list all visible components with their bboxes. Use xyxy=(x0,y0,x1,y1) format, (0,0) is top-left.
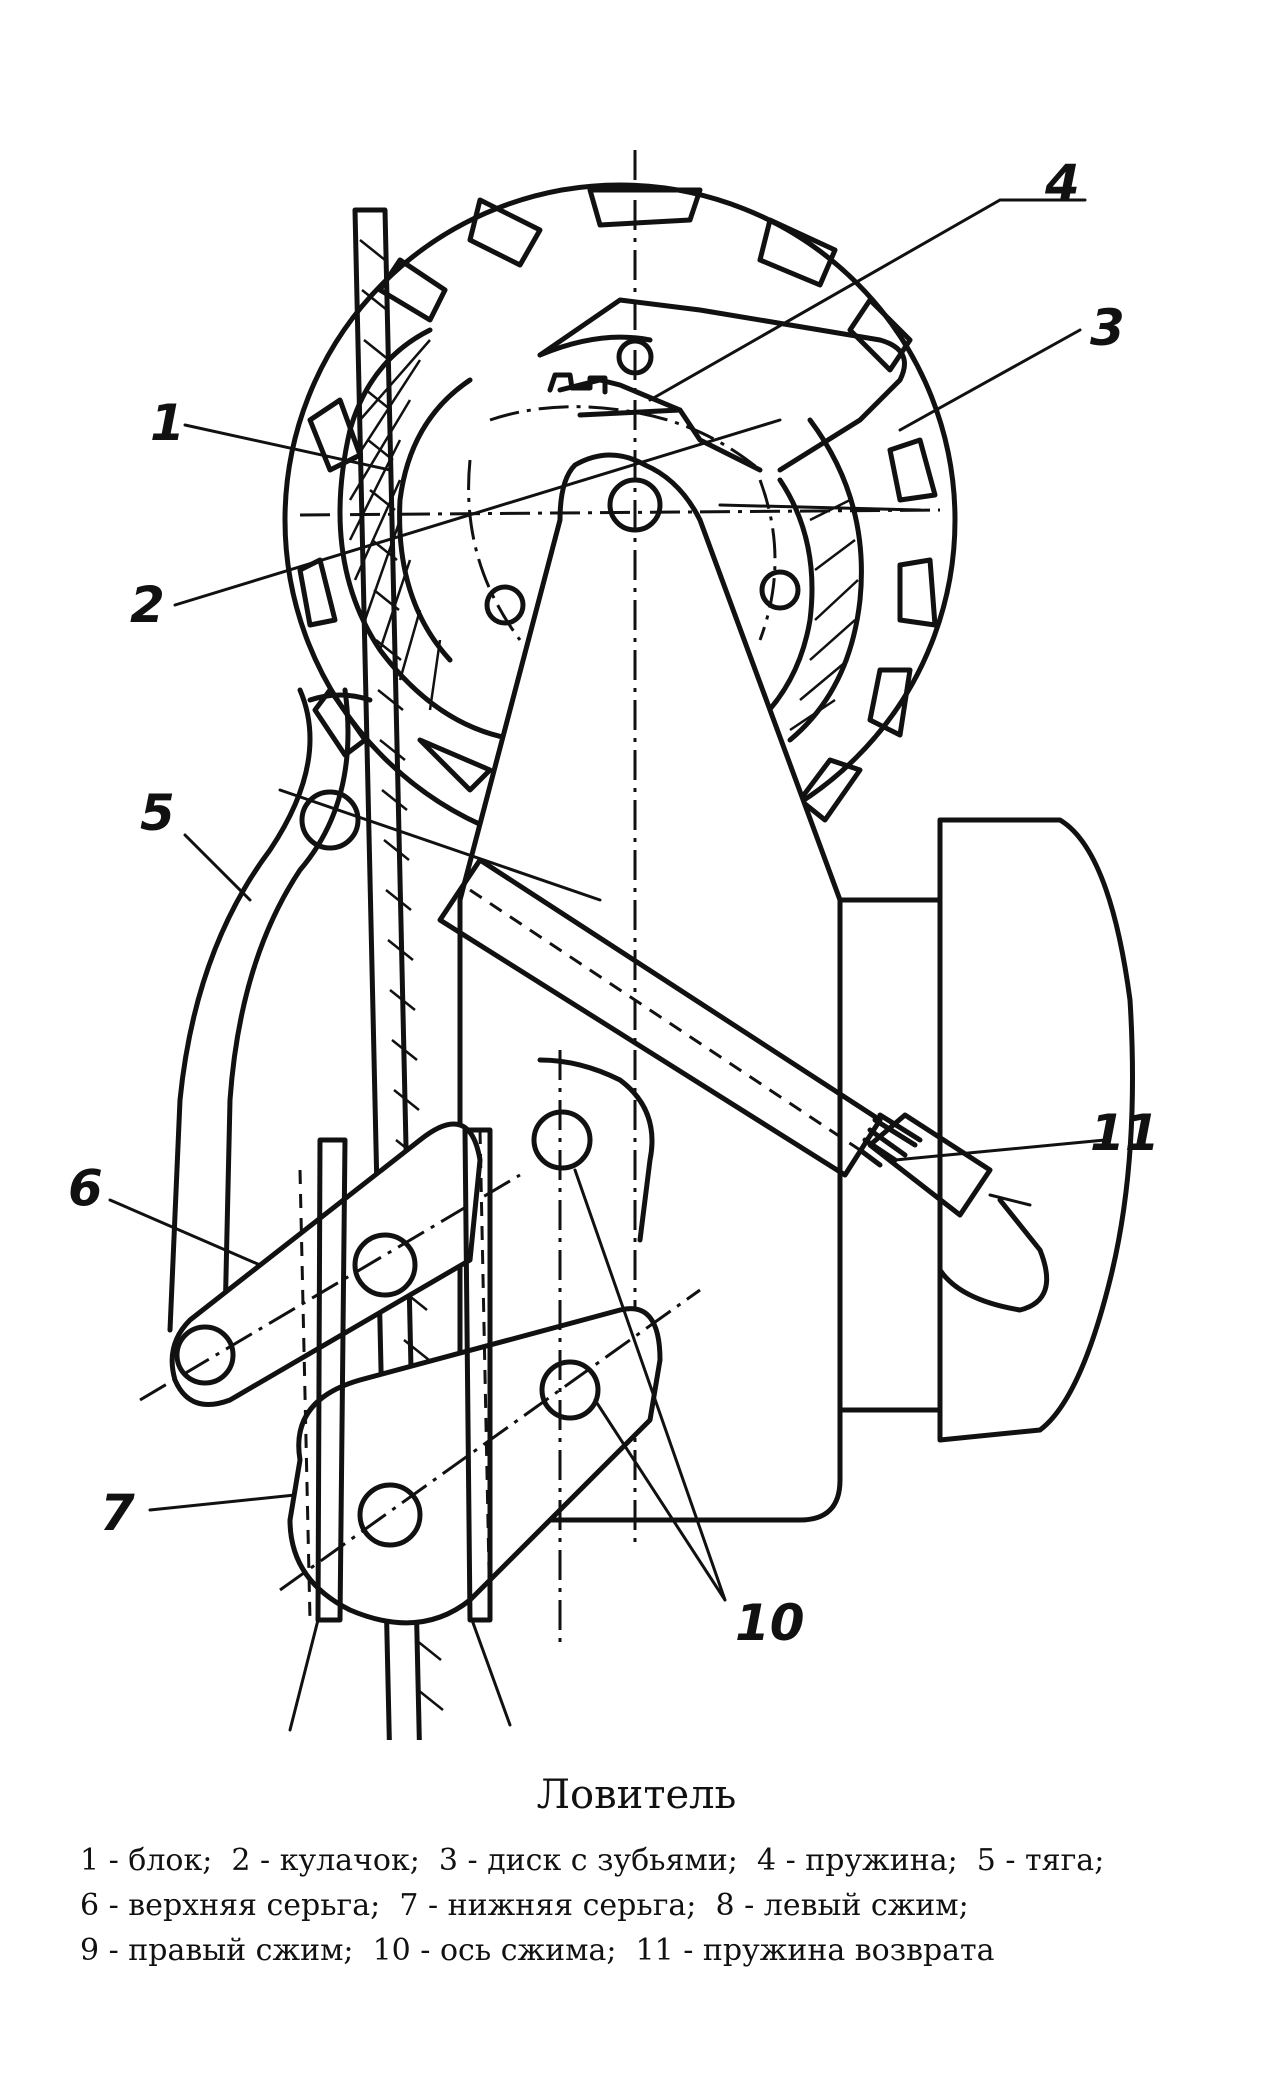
legend-item: 11 - пружина возврата xyxy=(635,1933,995,1968)
legend-item: 9 - правый сжим; xyxy=(80,1933,354,1968)
label-4: 4 xyxy=(1044,154,1080,212)
legend: 1 - блок; 2 - кулачок; 3 - диск с зубьям… xyxy=(80,1838,1210,1973)
rod xyxy=(167,687,602,1333)
legend-item: 7 - нижняя серьга; xyxy=(399,1888,697,1923)
label-10: 10 xyxy=(735,1594,805,1652)
clamp-jaws xyxy=(298,1127,493,1623)
legend-item: 4 - пружина; xyxy=(756,1843,958,1878)
legend-item: 6 - верхняя серьга; xyxy=(80,1888,381,1923)
legend-item: 3 - диск с зубьями; xyxy=(438,1843,738,1878)
clamp-axis xyxy=(531,1050,727,1650)
leader-lines xyxy=(108,198,1107,1732)
label-3: 3 xyxy=(1090,299,1125,357)
callout-labels: 1 2 3 4 5 6 7 8 9 10 11 xyxy=(68,154,1160,1652)
figure-title: Ловитель xyxy=(536,1772,737,1818)
legend-item: 2 - кулачок; xyxy=(231,1843,420,1878)
label-11: 11 xyxy=(1090,1104,1160,1162)
legend-item: 5 - тяга; xyxy=(976,1843,1105,1878)
label-2: 2 xyxy=(130,576,165,634)
label-1: 1 xyxy=(150,394,185,452)
catcher-diagram: 1 2 3 4 5 6 7 8 9 10 11 xyxy=(68,150,1160,1740)
label-7: 7 xyxy=(100,1484,135,1542)
cam xyxy=(337,327,864,743)
return-spring xyxy=(437,857,1032,1218)
housing xyxy=(937,817,1135,1443)
block-body xyxy=(299,150,943,1550)
upper-earring xyxy=(139,1121,521,1407)
legend-item: 10 - ось сжима; xyxy=(372,1933,617,1968)
legend-item: 1 - блок; xyxy=(80,1843,213,1878)
label-5: 5 xyxy=(140,784,175,842)
legend-item: 8 - левый сжим; xyxy=(715,1888,969,1923)
label-6: 6 xyxy=(68,1159,103,1217)
